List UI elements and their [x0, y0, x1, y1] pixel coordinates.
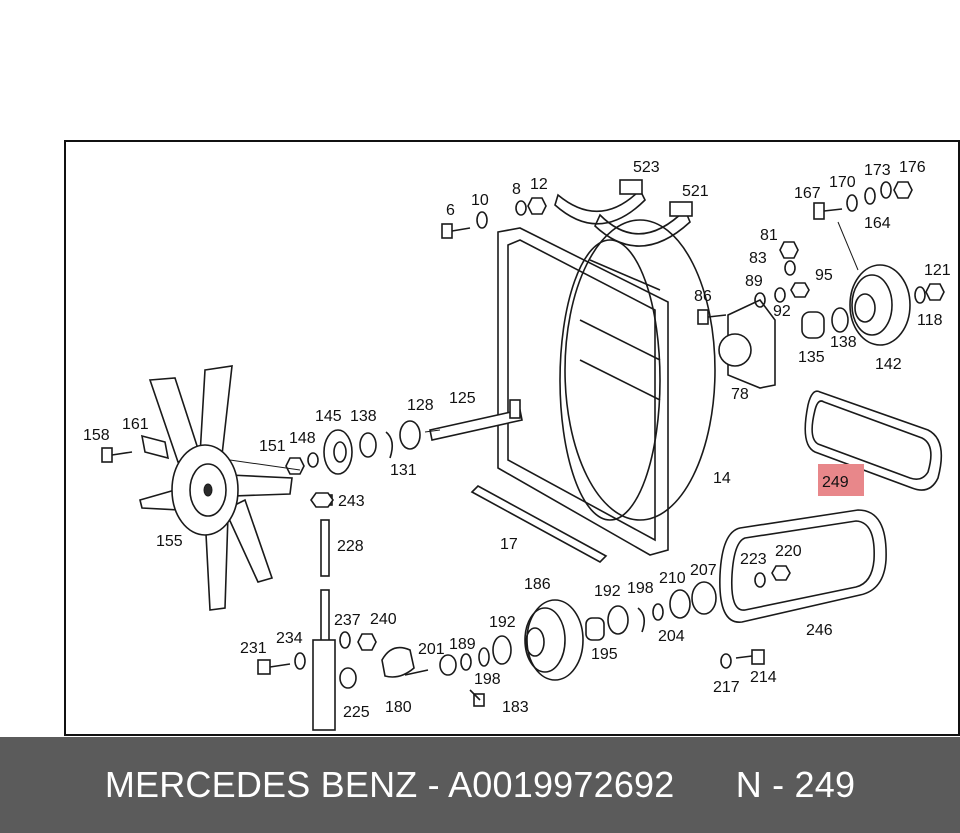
- v-belt-249: [804, 390, 943, 491]
- bracket-523: [554, 179, 646, 225]
- label-186: 186: [524, 576, 551, 593]
- label-207: 207: [690, 562, 717, 579]
- label-164: 164: [864, 215, 891, 232]
- label-145: 145: [315, 408, 342, 425]
- footer-bar: MERCEDES BENZ - A0019972692 N - 249: [0, 737, 960, 833]
- bracket-521: [594, 201, 693, 247]
- footer-title: MERCEDES BENZ - A0019972692 N - 249: [104, 764, 856, 805]
- label-135: 135: [798, 349, 825, 366]
- label-173: 173: [864, 162, 891, 179]
- label-151: 151: [259, 438, 286, 455]
- label-201: 201: [418, 641, 445, 658]
- leader-lines: [229, 221, 859, 471]
- label-155: 155: [156, 533, 183, 550]
- label-249: 249: [822, 474, 849, 491]
- label-243: 243: [338, 493, 365, 510]
- label-158: 158: [83, 427, 110, 444]
- label-180: 180: [385, 699, 412, 716]
- label-89: 89: [745, 273, 763, 290]
- diagram-frame: [64, 140, 960, 736]
- label-138b: 138: [350, 408, 377, 425]
- label-198: 198: [627, 580, 654, 597]
- label-183: 183: [502, 699, 529, 716]
- label-195: 195: [591, 646, 618, 663]
- label-86: 86: [694, 288, 712, 305]
- label-192b: 192: [489, 614, 516, 631]
- label-204: 204: [658, 628, 685, 645]
- label-231: 231: [240, 640, 267, 657]
- label-192: 192: [594, 583, 621, 600]
- label-225: 225: [343, 704, 370, 721]
- label-240: 240: [370, 611, 397, 628]
- small-parts: [101, 181, 945, 707]
- label-118: 118: [917, 312, 943, 329]
- label-131: 131: [390, 462, 417, 479]
- label-148: 148: [289, 430, 316, 447]
- label-223: 223: [740, 551, 767, 568]
- adjuster-bracket: [312, 494, 336, 731]
- label-189: 189: [449, 636, 476, 653]
- label-125: 125: [449, 390, 476, 407]
- label-246: 246: [806, 622, 833, 639]
- label-6: 6: [446, 202, 455, 219]
- part-labels: 523 521 6 10 8 12 167 170 173 176 164 81…: [83, 159, 951, 721]
- label-170: 170: [829, 174, 856, 191]
- label-217: 217: [713, 679, 740, 696]
- label-12: 12: [530, 176, 548, 193]
- label-523: 523: [633, 159, 660, 176]
- fan: [139, 365, 293, 611]
- label-161: 161: [122, 416, 149, 433]
- label-95: 95: [815, 267, 833, 284]
- label-10: 10: [471, 192, 489, 209]
- label-234: 234: [276, 630, 303, 647]
- label-142: 142: [875, 356, 902, 373]
- label-237: 237: [334, 612, 361, 629]
- hub-145: [323, 429, 353, 475]
- label-83: 83: [749, 250, 767, 267]
- label-17: 17: [500, 536, 518, 553]
- strip-17: [470, 485, 608, 563]
- v-belt-246: [719, 509, 887, 623]
- label-138: 138: [830, 334, 857, 351]
- bearing-housing-78: [718, 298, 776, 389]
- parts-diagram: 523 521 6 10 8 12 167 170 173 176 164 81…: [64, 140, 960, 736]
- label-167: 167: [794, 185, 821, 202]
- label-78: 78: [731, 386, 749, 403]
- label-121: 121: [924, 262, 951, 279]
- label-8: 8: [512, 181, 521, 198]
- highlight-box: [818, 464, 864, 496]
- label-228: 228: [337, 538, 364, 555]
- label-176: 176: [899, 159, 926, 176]
- pulley-186: [524, 599, 584, 681]
- label-198b: 198: [474, 671, 501, 688]
- pulley-142: [849, 264, 911, 346]
- fan-shroud: [497, 219, 716, 556]
- label-81: 81: [760, 227, 778, 244]
- label-128: 128: [407, 397, 434, 414]
- label-214: 214: [750, 669, 777, 686]
- label-220: 220: [775, 543, 802, 560]
- label-210: 210: [659, 570, 686, 587]
- shaft-125: [429, 399, 523, 441]
- label-14: 14: [713, 470, 731, 487]
- label-92: 92: [773, 303, 791, 320]
- label-521: 521: [682, 183, 709, 200]
